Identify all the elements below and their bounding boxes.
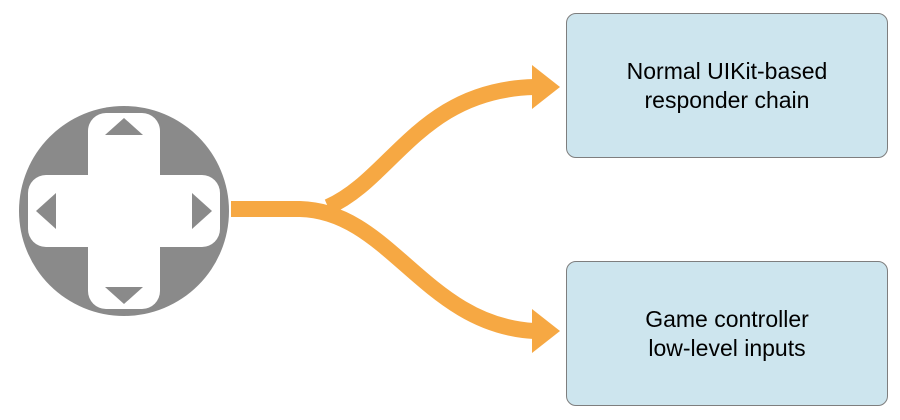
dpad-cross-horizontal-bar [28, 175, 220, 247]
arrowhead-upper-icon [532, 65, 560, 109]
dpad-right-arrow-icon [192, 193, 212, 229]
arrow-to-responder-chain [324, 65, 560, 215]
box-responder-chain: Normal UIKit-based responder chain [566, 13, 888, 158]
box-responder-chain-label-line1: Normal UIKit-based [626, 57, 828, 84]
arrow-lower-curve [231, 201, 535, 339]
arrowhead-lower-icon [532, 309, 560, 353]
dpad-left-arrow-icon [36, 193, 56, 229]
box-low-level-inputs-label-line1: Game controller [645, 305, 809, 332]
dpad-icon [19, 106, 229, 316]
box-low-level-inputs-label-line2: low-level inputs [648, 334, 806, 361]
box-responder-chain-label-line2: responder chain [644, 86, 810, 113]
box-low-level-inputs: Game controller low-level inputs [566, 261, 888, 406]
dpad-down-arrow-icon [105, 287, 143, 304]
dpad-up-arrow-icon [105, 118, 143, 135]
arrow-upper-curve [324, 79, 535, 215]
arrow-to-low-level-inputs [231, 201, 560, 353]
